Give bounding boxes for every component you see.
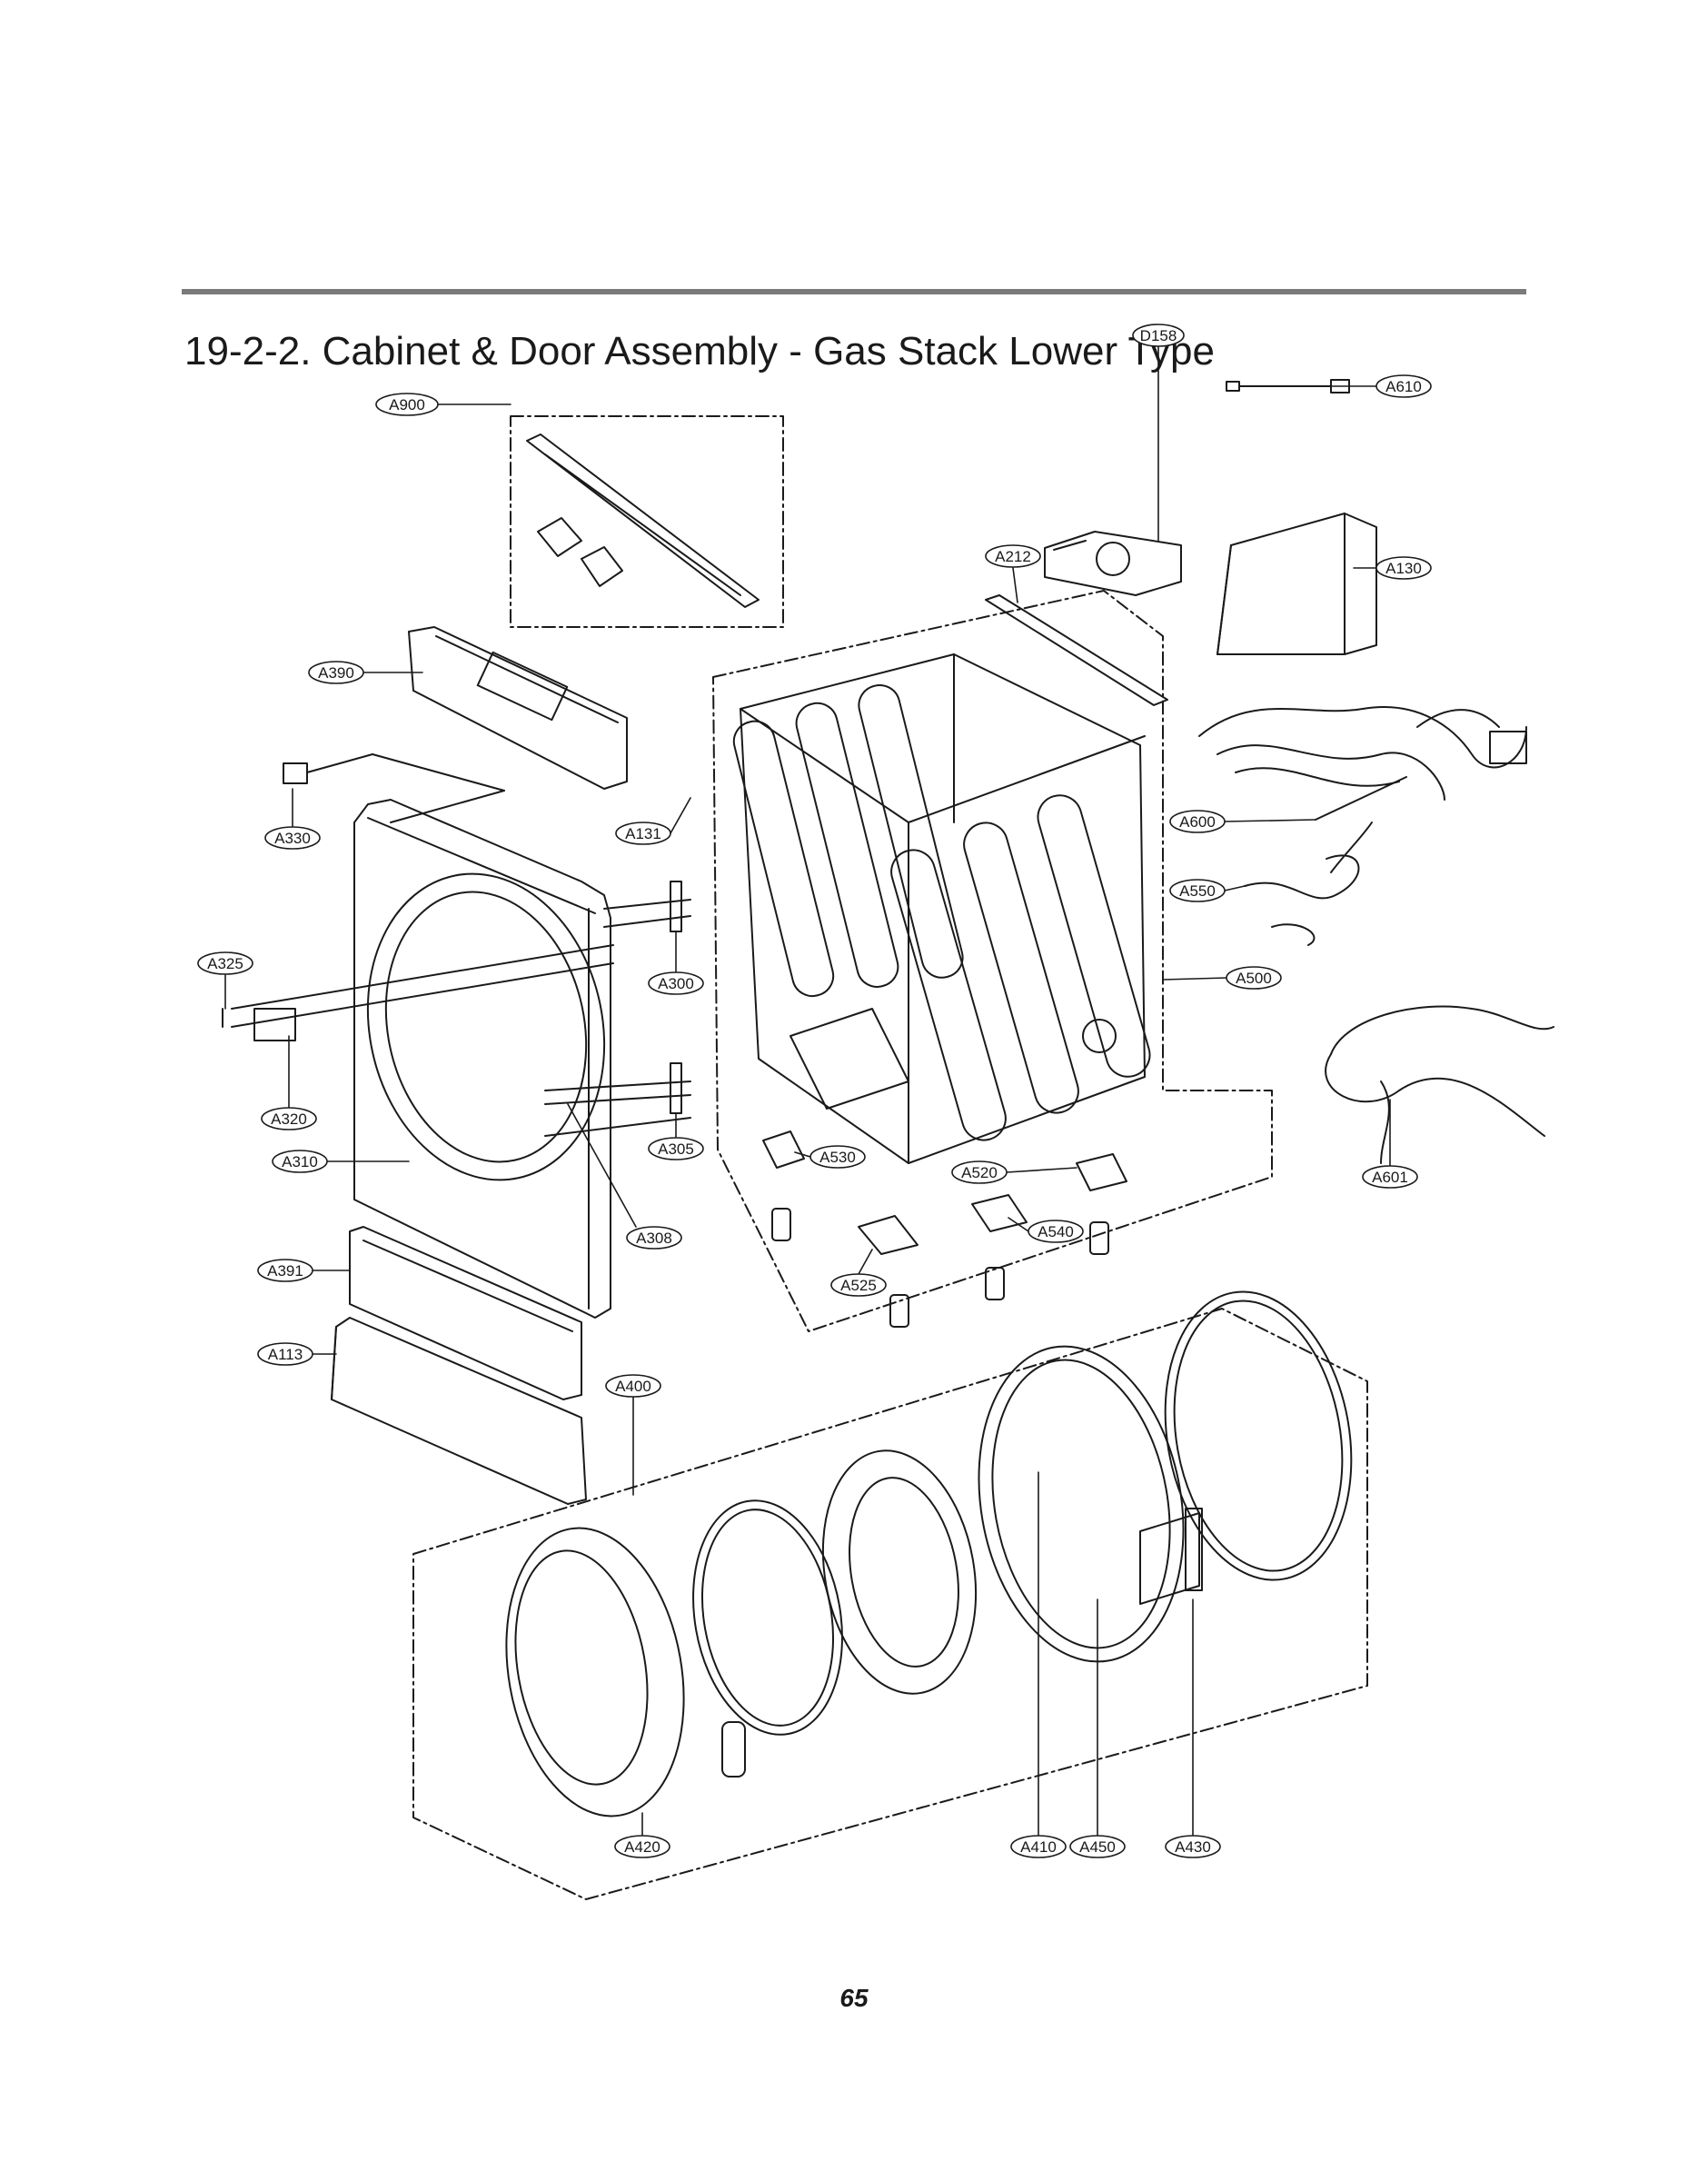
callout-label: A310 (282, 1153, 318, 1170)
callout-labels: A900 D158 A610 A212 A130 A390 A330 A131 … (197, 324, 1432, 1858)
power-cord-part (1244, 822, 1373, 946)
callout-label: A410 (1020, 1838, 1057, 1856)
kick-panel-part (331, 1317, 587, 1505)
callout-label: A450 (1079, 1838, 1116, 1856)
group-box-door (412, 1308, 1368, 1900)
main-harness-part (1198, 706, 1527, 821)
callout-A300: A300 (648, 971, 704, 995)
rail-lines (222, 944, 691, 1137)
callout-label: A520 (961, 1164, 998, 1181)
callout-A212: A212 (985, 544, 1041, 568)
callout-label: A300 (658, 975, 694, 992)
callout-A410: A410 (1010, 1835, 1067, 1858)
callout-A131: A131 (615, 822, 671, 845)
door-ring-1 (692, 1499, 843, 1736)
callout-label: A420 (624, 1838, 660, 1856)
front-panel-part (353, 799, 611, 1319)
callout-label: A330 (274, 830, 311, 847)
callout-A430: A430 (1165, 1835, 1221, 1858)
callout-A400: A400 (605, 1374, 661, 1398)
callout-label: A430 (1175, 1838, 1211, 1856)
callout-label: A610 (1385, 378, 1422, 395)
callout-A325: A325 (197, 951, 253, 975)
callout-label: A400 (615, 1378, 651, 1395)
callout-A610: A610 (1375, 374, 1432, 398)
callout-A600: A600 (1169, 810, 1226, 833)
door-handle-part (721, 1721, 746, 1778)
callout-A130: A130 (1375, 556, 1432, 580)
callout-label: A320 (271, 1110, 307, 1128)
callout-A320: A320 (261, 1107, 317, 1130)
door-hinge-part (1139, 1508, 1203, 1605)
callout-A450: A450 (1069, 1835, 1126, 1858)
callout-D158: D158 (1132, 324, 1185, 347)
hinge-bracket-lower (544, 1062, 691, 1114)
callout-A900: A900 (375, 393, 439, 416)
callout-A390: A390 (308, 661, 364, 684)
callout-label: A391 (267, 1262, 303, 1280)
callout-label: A130 (1385, 560, 1422, 577)
callout-A525: A525 (830, 1273, 887, 1297)
door-ring-2 (821, 1449, 978, 1695)
page-number: 65 (839, 1984, 869, 2012)
callout-A550: A550 (1169, 879, 1226, 902)
callout-label: A550 (1179, 882, 1216, 900)
callout-A305: A305 (648, 1137, 704, 1160)
callout-label: A900 (389, 396, 425, 413)
callout-A540: A540 (1028, 1220, 1084, 1243)
group-box-cabinet (712, 590, 1273, 1332)
callout-label: A540 (1038, 1223, 1074, 1240)
leveling-feet (762, 1130, 1127, 1328)
control-board-part (1044, 531, 1182, 596)
callout-A330: A330 (264, 826, 321, 850)
callout-A520: A520 (951, 1160, 1008, 1184)
cabinet-part (732, 653, 1151, 1164)
callout-label: A390 (318, 664, 354, 682)
callout-label: A530 (819, 1149, 856, 1166)
callout-label: A131 (625, 825, 661, 842)
callout-label: A325 (207, 955, 243, 972)
top-brace-part (526, 433, 760, 608)
switch-part (283, 753, 505, 823)
door-outer-part (505, 1527, 685, 1818)
callout-A420: A420 (614, 1835, 670, 1858)
callout-label: A600 (1179, 813, 1216, 831)
group-box-top (510, 415, 784, 628)
door-glass-ring (1164, 1290, 1353, 1581)
control-cover-part (1216, 513, 1377, 655)
callout-A113: A113 (257, 1342, 313, 1366)
callout-label: A212 (995, 548, 1031, 565)
callout-A391: A391 (257, 1259, 313, 1282)
callout-label: A500 (1236, 970, 1272, 987)
callout-label: A601 (1372, 1169, 1408, 1186)
callout-A310: A310 (272, 1150, 328, 1173)
callout-label: A308 (636, 1230, 672, 1247)
callout-label: A525 (840, 1277, 877, 1294)
header-rule (182, 289, 1526, 294)
door-ring-3 (978, 1345, 1185, 1663)
callout-A601: A601 (1362, 1165, 1418, 1189)
callout-A530: A530 (809, 1145, 866, 1169)
callout-A500: A500 (1226, 966, 1282, 990)
callout-label: A113 (268, 1346, 303, 1363)
callout-A308: A308 (626, 1226, 682, 1250)
hinge-bracket-upper (603, 881, 691, 932)
rear-upper-panel-part (408, 626, 628, 790)
page-title: 19-2-2. Cabinet & Door Assembly - Gas St… (184, 329, 1215, 373)
callout-label: A305 (658, 1140, 694, 1158)
lower-bracket-part (349, 1226, 582, 1400)
top-plate-part (985, 594, 1168, 706)
callout-label: D158 (1140, 327, 1177, 344)
leader-lines (224, 345, 1391, 1837)
gas-harness-part (1325, 1005, 1554, 1164)
